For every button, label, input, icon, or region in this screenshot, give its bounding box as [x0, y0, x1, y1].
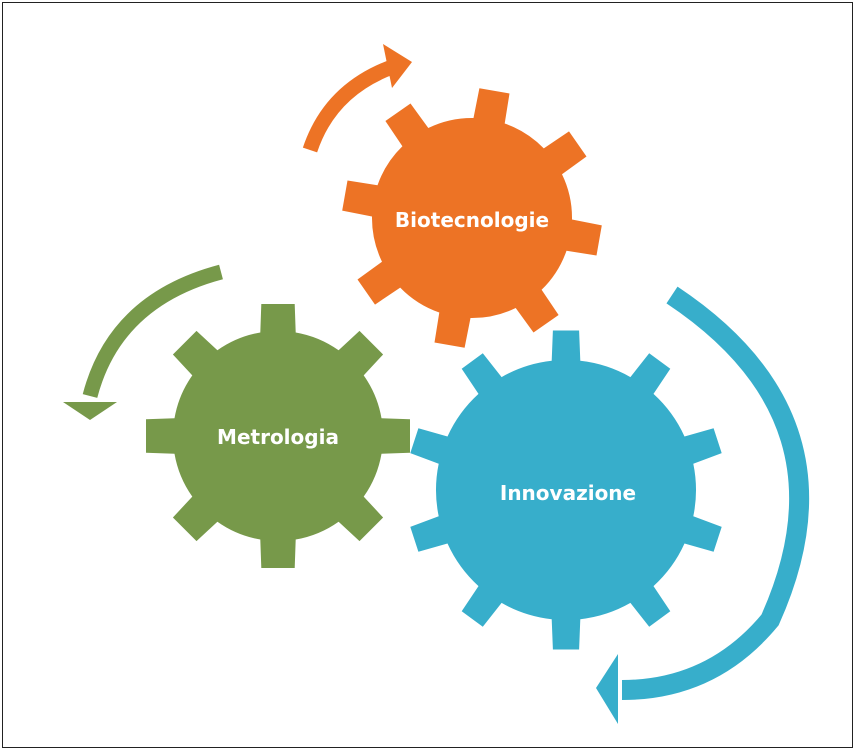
metrologia-label: Metrologia	[217, 425, 339, 449]
innovazione-label: Innovazione	[500, 481, 636, 505]
innovazione-gear: Innovazione	[410, 330, 722, 650]
orange-arrow	[302, 44, 412, 153]
blue-arrow	[596, 286, 810, 724]
green-arrow	[63, 264, 223, 420]
metrologia-gear: Metrologia	[146, 304, 410, 568]
biotecnologie-label: Biotecnologie	[395, 208, 549, 232]
biotecnologie-gear: Biotecnologie	[342, 88, 602, 348]
